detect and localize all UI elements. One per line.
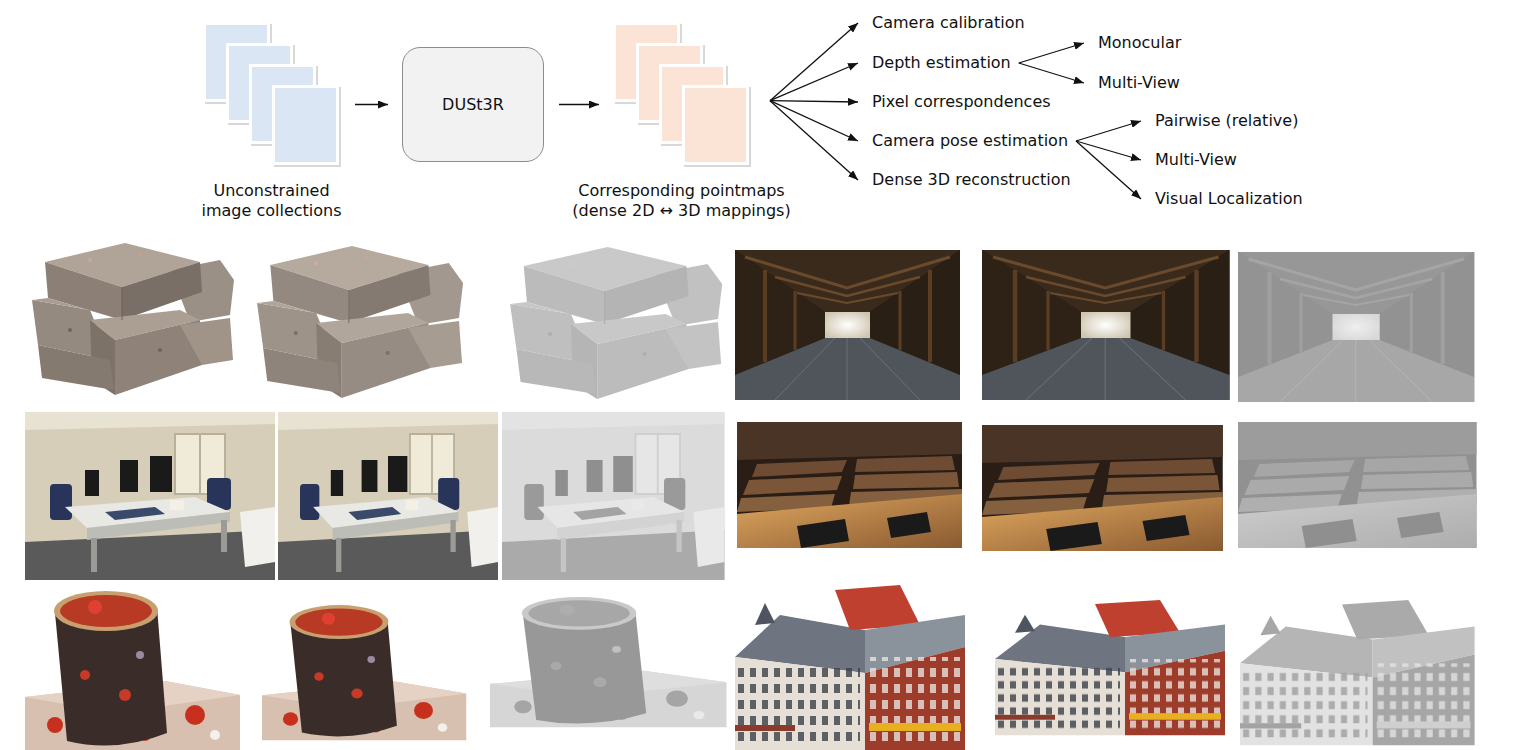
output-item: Depth estimation <box>872 52 1011 74</box>
mesh-auditorium <box>1238 422 1477 548</box>
mesh-buildings <box>1240 600 1475 745</box>
page-shadow <box>684 87 751 167</box>
mesh-office <box>502 412 725 580</box>
mesh-bricks <box>510 247 722 399</box>
image-stack <box>613 22 750 165</box>
illustration-shape <box>502 412 725 580</box>
illustration-shape <box>257 246 463 398</box>
process-box: DUSt3R <box>402 47 544 162</box>
output-item: Camera calibration <box>872 12 1025 34</box>
illustration-shape <box>25 591 240 750</box>
illustration-shape <box>1238 252 1474 402</box>
image-stack <box>203 22 340 165</box>
output-item: Pairwise (relative) <box>1155 110 1298 132</box>
pointmap-buildings <box>995 600 1225 735</box>
pointmap-auditorium <box>982 425 1223 551</box>
arrow-connector <box>770 101 858 102</box>
mesh-can <box>490 597 727 727</box>
illustration-shape <box>262 605 466 740</box>
page <box>275 88 336 162</box>
page-border <box>682 85 749 165</box>
photo-bridge <box>735 250 960 400</box>
illustration-shape <box>982 425 1223 551</box>
illustration-shape <box>1238 422 1477 548</box>
photo-bricks <box>32 243 234 395</box>
image-stack-node: Unconstrained image collections <box>203 22 340 165</box>
arrow-connector <box>355 104 388 105</box>
illustration-shape <box>982 250 1230 400</box>
output-item: Multi-View <box>1155 149 1237 171</box>
pointmap-bridge <box>982 250 1230 400</box>
output-item: Visual Localization <box>1155 188 1303 210</box>
arrow-connector <box>1019 63 1084 83</box>
illustration-shape <box>735 250 960 400</box>
output-label: Depth estimation <box>872 53 1011 73</box>
output-item: Pixel correspondences <box>872 91 1051 113</box>
illustration-shape <box>995 600 1225 735</box>
pointmap-office <box>278 412 498 580</box>
output-item: Camera pose estimation <box>872 130 1068 152</box>
illustration-shape <box>1240 600 1475 745</box>
illustration-shape <box>32 243 234 395</box>
arrow-connector <box>770 23 858 101</box>
page-shadow <box>274 87 341 167</box>
arrow-connector <box>770 63 858 101</box>
arrow-connector <box>1019 43 1084 63</box>
output-item: Dense 3D reconstruction <box>872 169 1071 191</box>
output-label: Visual Localization <box>1155 189 1303 209</box>
illustration-shape <box>490 597 727 727</box>
output-item: Monocular <box>1098 32 1181 54</box>
arrow-connector <box>770 101 858 141</box>
output-label: Camera calibration <box>872 13 1025 33</box>
illustration-shape <box>735 585 965 750</box>
page-border <box>272 85 339 165</box>
image-stack-node: Corresponding pointmaps (dense 2D ↔ 3D m… <box>613 22 750 165</box>
pointmap-can <box>262 605 466 740</box>
pointmap-bricks <box>257 246 463 398</box>
stack-caption: Unconstrained image collections <box>187 181 357 221</box>
arrow-connector <box>770 101 858 180</box>
illustration-shape <box>25 412 275 580</box>
illustration-shape <box>278 412 498 580</box>
illustration-shape <box>737 422 962 548</box>
output-label: Camera pose estimation <box>872 131 1068 151</box>
output-label: Monocular <box>1098 33 1181 53</box>
page <box>685 88 746 162</box>
output-item: Multi-View <box>1098 72 1180 94</box>
box-label: DUSt3R <box>442 95 504 114</box>
stack-caption: Corresponding pointmaps (dense 2D ↔ 3D m… <box>562 181 802 221</box>
output-label: Pixel correspondences <box>872 92 1051 112</box>
arrow-connector <box>559 104 599 105</box>
output-label: Dense 3D reconstruction <box>872 170 1071 190</box>
output-label: Multi-View <box>1155 150 1237 170</box>
arrow-connector <box>1076 121 1141 141</box>
output-label: Multi-View <box>1098 73 1180 93</box>
mesh-bridge <box>1238 252 1474 402</box>
arrow-connector <box>1076 141 1141 199</box>
output-label: Pairwise (relative) <box>1155 111 1298 131</box>
illustration-shape <box>510 247 722 399</box>
photo-office <box>25 412 275 580</box>
photo-can <box>25 591 240 750</box>
photo-buildings <box>735 585 965 750</box>
photo-auditorium <box>737 422 962 548</box>
